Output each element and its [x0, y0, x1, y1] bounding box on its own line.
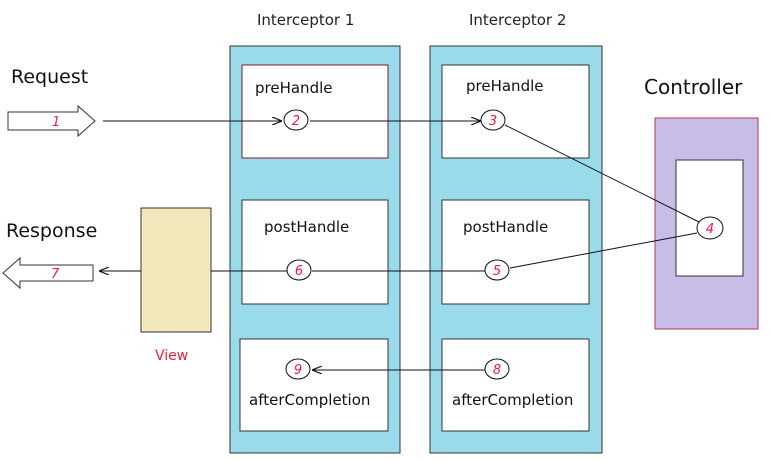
interceptor-2-aftercompletion-label: afterCompletion: [452, 391, 573, 409]
controller: Controller: [644, 75, 759, 330]
interceptor-2-aftercompletion-box: [441, 338, 590, 432]
interceptor-2-prehandle-label: preHandle: [466, 77, 543, 95]
request: Request 1: [7, 66, 96, 138]
step-3-circle: [480, 109, 506, 131]
step-9: 9: [285, 358, 311, 380]
interceptor-1-title: Interceptor 1: [257, 11, 354, 29]
interceptor-2-posthandle-box: [441, 199, 590, 305]
step-8-label: 8: [493, 363, 501, 378]
interceptor-2-prehandle-box: [441, 64, 590, 159]
step-7-label: 7: [51, 267, 60, 282]
step-6: 6: [286, 259, 312, 281]
step-3-label: 3: [489, 114, 497, 129]
interceptor-2-posthandle-label: postHandle: [463, 218, 548, 236]
interceptor-1-prehandle-box: [241, 64, 389, 159]
controller-title: Controller: [644, 75, 743, 99]
step-9-circle: [285, 358, 311, 380]
view-box: [140, 207, 212, 333]
response: Response 7: [2, 220, 97, 290]
flow-3-to-4: [504, 124, 700, 223]
interceptor-1-aftercompletion-label: afterCompletion: [249, 391, 370, 409]
step-6-circle: [286, 259, 312, 281]
response-arrow-icon: [2, 256, 94, 290]
step-8-circle: [484, 358, 510, 380]
response-label: Response: [6, 220, 97, 242]
interceptor-2: Interceptor 2 preHandle postHandle after…: [429, 11, 603, 454]
step-5-label: 5: [493, 264, 501, 279]
step-2-label: 2: [292, 114, 300, 129]
view: View: [140, 207, 212, 364]
step-3: 3: [480, 109, 506, 131]
interceptor-2-title: Interceptor 2: [469, 11, 566, 29]
view-label: View: [155, 348, 188, 364]
request-arrow-icon: [7, 104, 96, 138]
interceptor-1-prehandle-label: preHandle: [255, 79, 332, 97]
flow-4-to-5: [509, 232, 698, 269]
step-1-label: 1: [52, 115, 60, 130]
interceptor-1: Interceptor 1 preHandle postHandle after…: [229, 11, 401, 454]
interceptor-1-posthandle-box: [241, 199, 389, 305]
step-5-circle: [484, 259, 510, 281]
step-2: 2: [283, 109, 309, 131]
step-5: 5: [484, 259, 510, 281]
flow-lines: [100, 121, 700, 370]
step-9-label: 9: [294, 363, 302, 378]
step-4-label: 4: [706, 222, 714, 237]
step-4-circle: [696, 216, 724, 240]
interceptor-1-posthandle-label: postHandle: [264, 218, 349, 236]
step-8: 8: [484, 358, 510, 380]
interceptor-1-aftercompletion-box: [239, 338, 389, 432]
step-4: 4: [696, 216, 724, 240]
step-6-label: 6: [295, 264, 303, 279]
request-label: Request: [11, 66, 88, 88]
step-2-circle: [283, 109, 309, 131]
